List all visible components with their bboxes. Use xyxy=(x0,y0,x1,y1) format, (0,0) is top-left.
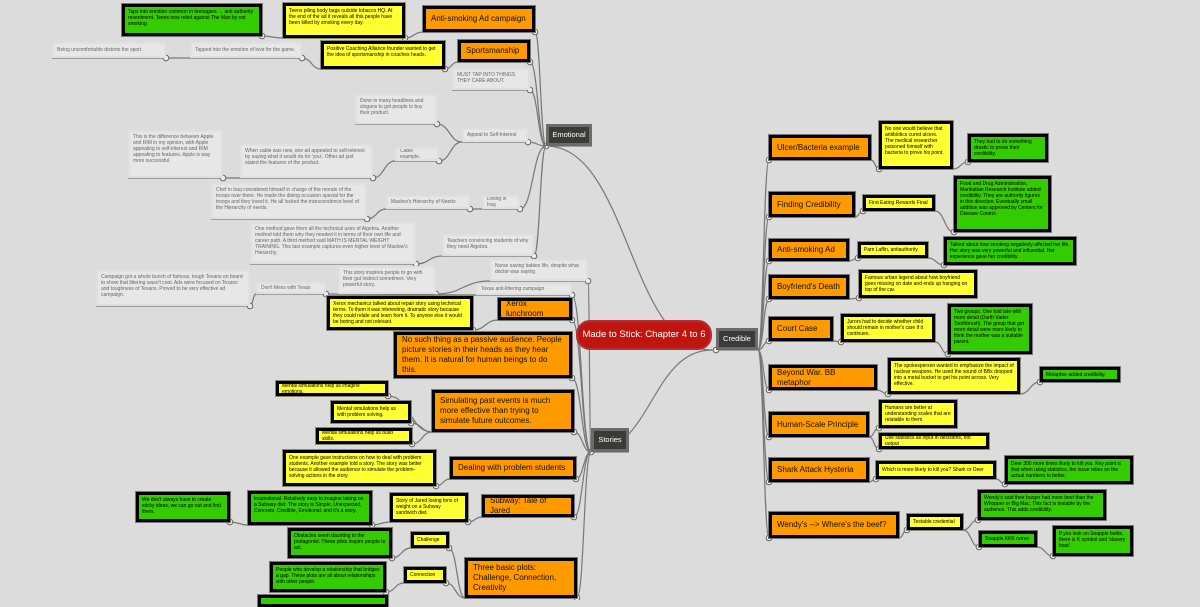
note-gray[interactable]: One method gave them all the technical u… xyxy=(250,222,416,264)
note-challenge[interactable]: Challenge xyxy=(410,531,450,549)
note-yellow[interactable]: Xerox mechanics talked about repair stor… xyxy=(326,295,474,331)
note-yellow[interactable]: Which is more likely to kill you? Shark … xyxy=(875,460,997,480)
connector-line xyxy=(432,431,592,453)
branch-emotional[interactable]: Emotional xyxy=(546,124,592,146)
note-green[interactable]: Wendy's said their burger had more beef … xyxy=(977,489,1107,521)
note-dining-in-iraq[interactable]: Dining in Iraq xyxy=(482,195,520,209)
note-yellow[interactable]: The spokesperson wanted to emphasize the… xyxy=(887,357,1021,395)
topic-anti-smoking-ad[interactable]: Anti-smoking Ad xyxy=(768,238,850,262)
note-gray[interactable]: MUST TAP INTO THINGS THEY CARE ABOUT. xyxy=(452,68,530,90)
note-green[interactable]: Taps into emotion common in teenagers → … xyxy=(121,3,263,37)
connector-line xyxy=(462,141,547,147)
note-connection[interactable]: Connection xyxy=(403,566,447,584)
note-green[interactable]: Snapple KKK rumor xyxy=(978,530,1038,548)
topic-passive-audience[interactable]: No such thing as a passive audience. Peo… xyxy=(393,331,573,379)
note-gray[interactable]: Campaign got a whole bunch of famous, to… xyxy=(96,270,250,306)
connector-line xyxy=(355,123,463,143)
note-green[interactable]: If you look on Snapple bottle, there is … xyxy=(1052,525,1134,557)
note-yellow[interactable]: Jurors had to decide whether child shoul… xyxy=(840,313,936,343)
connector-line xyxy=(952,161,1048,170)
note-yellow[interactable]: Testable credential xyxy=(906,513,964,531)
topic-wendys-beef[interactable]: Wendy's --> Where's the beef? xyxy=(768,511,900,539)
note-nurse[interactable]: Nurse saving babies life, despite what d… xyxy=(490,259,588,281)
note-texas-campaign[interactable]: Texas anti-littering campaign xyxy=(476,283,572,295)
note-gray[interactable]: This story inspires people to go with th… xyxy=(338,266,436,294)
connector-line xyxy=(848,297,977,300)
note-cable-example[interactable]: Cable example. xyxy=(395,147,439,161)
note-green[interactable]: We don't always have to create sticky id… xyxy=(135,491,231,523)
note-yellow[interactable]: Use statistics as input in decisions, no… xyxy=(878,432,990,450)
note-yellow[interactable]: Pam Laffin, antiauthority xyxy=(857,241,929,259)
topic-human-scale-principle[interactable]: Human-Scale Principle xyxy=(768,411,870,438)
note-yellow[interactable]: Story of Jared losing tons of weight on … xyxy=(389,492,469,523)
topic-boyfriends-death[interactable]: Boyfriend's Death xyxy=(768,274,850,300)
note-green[interactable]: Metaphor added credibility. xyxy=(1039,366,1121,383)
connector-line xyxy=(256,293,477,296)
note-maslow[interactable]: Maslow's Hierarchy of Needs xyxy=(386,195,470,209)
note-yellow[interactable]: Positive Coaching Alliance founder wante… xyxy=(320,40,446,70)
note-dont-mess-with-texas[interactable]: Don't Mess with Texas xyxy=(256,282,326,294)
topic-court-case[interactable]: Court Case xyxy=(768,316,834,342)
note-yellow[interactable]: Humans are better at understanding scale… xyxy=(878,399,958,429)
topic-bb-metaphor[interactable]: Beyond War. BB metaphor xyxy=(768,364,878,391)
note-yellow[interactable]: One example gave instructions on how to … xyxy=(282,449,437,487)
central-topic[interactable]: Made to Stick: Chapter 4 to 6 xyxy=(576,320,712,350)
branch-credible[interactable]: Credible xyxy=(716,328,758,350)
connector-line xyxy=(898,529,963,539)
note-yellow[interactable]: First Eating Rewards Final xyxy=(862,194,936,212)
topic-shark-attack-hysteria[interactable]: Shark Attack Hysteria xyxy=(768,457,870,483)
note-yellow[interactable]: Mental simulations help us with problem … xyxy=(330,400,412,424)
topic-simulating-past-events[interactable]: Simulating past events is much more effe… xyxy=(431,389,575,433)
connector-line xyxy=(404,582,466,599)
connector-line xyxy=(136,521,249,526)
note-green[interactable]: People who develop a relationship that b… xyxy=(269,561,387,593)
note-appeal-self-interest[interactable]: Appeal to Self-Interest xyxy=(462,128,528,142)
note-green[interactable]: Two groups. One told tale with more deta… xyxy=(947,303,1033,355)
topic-sportsmanship[interactable]: Sportsmanship xyxy=(457,39,531,63)
connector-line xyxy=(757,340,833,351)
connector-line xyxy=(122,35,284,39)
topic-ulcer-bacteria[interactable]: Ulcer/Bacteria example xyxy=(768,134,872,161)
note-gray[interactable]: When cable was new, one ad appealed to s… xyxy=(240,144,373,178)
topic-anti-smoking-ad-campaign[interactable]: Anti-smoking Ad campaign xyxy=(422,5,536,33)
note-gray[interactable]: Being uncomfortable distorts the sport. xyxy=(52,42,166,58)
note-green[interactable]: Deer 300 more times likely to kill you. … xyxy=(1004,455,1134,485)
note-teachers-algebra[interactable]: Teachers convincing students of why they… xyxy=(442,234,534,256)
connector-line xyxy=(1019,381,1120,395)
connector-line xyxy=(868,478,996,483)
note-yellow[interactable]: Mental simulations help us imagine emoti… xyxy=(275,380,389,397)
note-green[interactable]: Talked about how smoking negatively affe… xyxy=(943,236,1077,266)
note-yellow[interactable]: Mental simulations help us build skills. xyxy=(315,427,413,445)
note-yellow[interactable]: Teens piling body bags outside tobacco H… xyxy=(282,2,406,39)
topic-subway-jared[interactable]: Subway: Tale of Jared xyxy=(481,494,575,518)
note-gray[interactable]: Tapped into the emotion of love for the … xyxy=(190,42,302,58)
topic-finding-credibility[interactable]: Finding Credibility xyxy=(768,191,856,218)
note-gray[interactable]: Chef in Iraq considered himself in charg… xyxy=(211,183,367,219)
note-green-partial[interactable] xyxy=(257,594,389,607)
topic-three-basic-plots[interactable]: Three basic plots: Challenge, Connection… xyxy=(464,557,578,599)
connector-line xyxy=(190,57,322,70)
branch-stories[interactable]: Stories xyxy=(591,428,629,452)
note-green[interactable]: Obstacles seem daunting to the protagoni… xyxy=(287,527,393,559)
connector-line xyxy=(854,210,935,218)
note-green[interactable]: Inspirational. Relatively easy to imagin… xyxy=(247,490,373,526)
note-yellow[interactable]: No one would believe that antibiotics cu… xyxy=(878,120,954,170)
connector-line xyxy=(848,257,928,262)
note-green[interactable]: Food and Drug Administration, Manhattan … xyxy=(953,175,1052,233)
note-yellow[interactable]: Famous urban legend about how boyfriend … xyxy=(858,269,978,299)
note-gray[interactable]: This is the difference between Apple and… xyxy=(128,130,223,178)
note-green[interactable]: They had to do something drastic to prov… xyxy=(967,133,1049,163)
topic-problem-students[interactable]: Dealing with problem students xyxy=(449,456,577,480)
topic-xerox-lunchroom[interactable]: Xerox lunchroom xyxy=(497,297,573,321)
note-gray[interactable]: Done in many headlines and slogans to ge… xyxy=(355,94,437,124)
